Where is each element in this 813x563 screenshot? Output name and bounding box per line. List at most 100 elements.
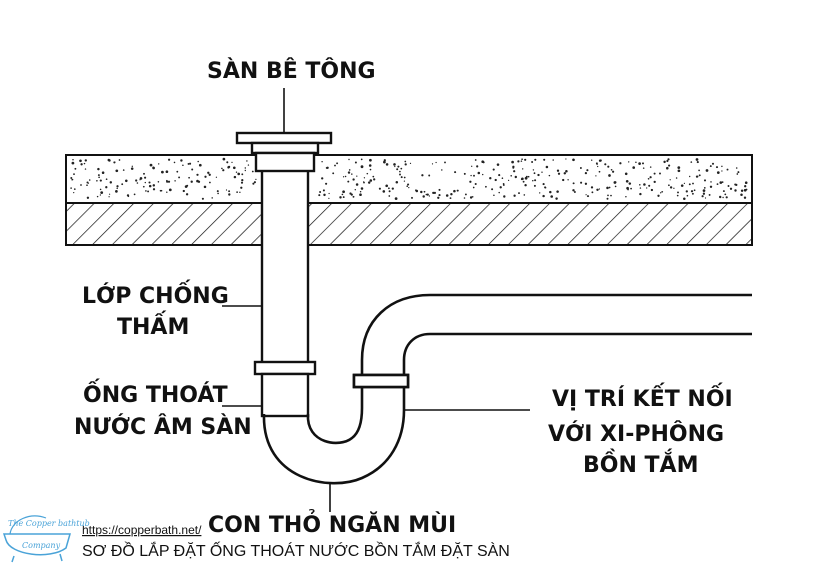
concrete-speckle (400, 176, 403, 179)
concrete-speckle (88, 179, 91, 181)
concrete-speckle (144, 181, 146, 184)
concrete-speckle (233, 175, 237, 179)
concrete-speckle (685, 190, 688, 193)
concrete-speckle (438, 188, 441, 191)
concrete-speckle (646, 187, 648, 189)
concrete-speckle (669, 179, 671, 181)
concrete-speckle (591, 191, 594, 194)
concrete-speckle (161, 170, 164, 174)
concrete-speckle (142, 185, 145, 188)
concrete-speckle (666, 166, 669, 170)
concrete-speckle (342, 196, 345, 199)
concrete-speckle (240, 186, 243, 189)
label-conn-line3: BỒN TẮM (583, 449, 698, 478)
concrete-speckle (208, 173, 211, 176)
concrete-speckle (596, 188, 599, 192)
concrete-speckle (441, 169, 443, 171)
concrete-speckle (444, 161, 446, 164)
concrete-speckle (70, 187, 72, 189)
concrete-speckle (667, 158, 670, 161)
concrete-speckle (73, 191, 75, 194)
concrete-speckle (532, 180, 534, 182)
concrete-speckle (541, 171, 543, 173)
concrete-speckle (533, 172, 536, 175)
concrete-speckle (521, 158, 523, 161)
concrete-speckle (225, 189, 228, 191)
concrete-speckle (744, 185, 747, 188)
concrete-speckle (197, 160, 199, 163)
concrete-speckle (431, 163, 434, 165)
concrete-speckle (649, 166, 652, 168)
concrete-speckle (472, 186, 475, 189)
concrete-speckle (247, 164, 250, 166)
concrete-speckle (537, 173, 540, 177)
concrete-speckle (510, 175, 512, 177)
concrete-speckle (100, 191, 104, 194)
concrete-speckle (252, 182, 255, 185)
concrete-speckle (415, 189, 417, 192)
concrete-speckle (527, 175, 530, 178)
concrete-speckle (498, 191, 500, 194)
concrete-speckle (729, 187, 733, 190)
concrete-speckle (97, 174, 100, 177)
concrete-speckle (221, 167, 223, 170)
concrete-speckle (435, 161, 437, 164)
concrete-speckle (498, 174, 501, 177)
concrete-speckle (705, 169, 709, 172)
concrete-speckle (522, 168, 524, 170)
concrete-speckle (160, 189, 163, 192)
concrete-speckle (79, 159, 82, 163)
concrete-speckle (608, 174, 611, 177)
concrete-speckle (721, 170, 723, 172)
concrete-speckle (727, 185, 730, 187)
concrete-speckle (96, 195, 99, 198)
concrete-speckle (703, 179, 707, 182)
logo-text-line1: The Copper bathtub (8, 519, 90, 528)
concrete-speckle (147, 190, 150, 193)
concrete-speckle (328, 192, 330, 195)
concrete-speckle (133, 193, 136, 196)
concrete-speckle (428, 174, 431, 177)
concrete-speckle (653, 172, 656, 175)
concrete-speckle (539, 192, 541, 194)
concrete-speckle (598, 188, 601, 190)
concrete-speckle (740, 193, 743, 197)
concrete-speckle (426, 193, 429, 196)
concrete-speckle (445, 194, 449, 197)
concrete-speckle (184, 185, 188, 188)
concrete-speckle (464, 193, 467, 196)
concrete-speckle (491, 188, 494, 191)
concrete-speckle (86, 184, 88, 187)
concrete-speckle (669, 186, 673, 189)
concrete-speckle (590, 186, 594, 189)
concrete-speckle (562, 178, 565, 182)
concrete-speckle (72, 158, 74, 161)
footer-url[interactable]: https://copperbath.net/ (82, 523, 202, 537)
concrete-speckle (391, 187, 394, 190)
concrete-speckle (99, 179, 102, 182)
concrete-speckle (226, 161, 229, 164)
concrete-speckle (642, 167, 645, 169)
concrete-speckle (409, 162, 412, 165)
concrete-speckle (152, 166, 155, 169)
concrete-speckle (96, 180, 98, 182)
concrete-speckle (187, 162, 190, 165)
concrete-speckle (454, 171, 457, 174)
concrete-speckle (702, 189, 706, 192)
concrete-speckle (168, 188, 172, 192)
concrete-speckle (666, 159, 669, 163)
concrete-speckle (438, 194, 441, 197)
concrete-speckle (473, 174, 475, 177)
concrete-speckle (158, 163, 160, 165)
concrete-speckle (512, 165, 515, 168)
concrete-speckle (477, 171, 481, 175)
concrete-speckle (352, 178, 355, 181)
concrete-speckle (166, 180, 169, 183)
concrete-speckle (342, 176, 345, 178)
concrete-speckle (650, 188, 654, 192)
concrete-speckle (683, 182, 686, 185)
concrete-speckle (542, 194, 545, 198)
concrete-speckle (241, 173, 244, 176)
concrete-speckle (363, 177, 366, 179)
concrete-speckle (323, 193, 326, 197)
